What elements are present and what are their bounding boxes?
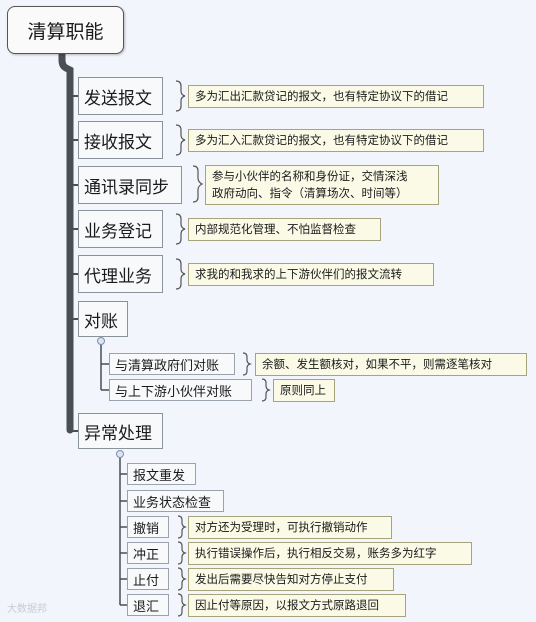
subtopic-return-remittance[interactable]: 退汇 [127,594,169,616]
trunk [58,50,74,434]
subtopic-stop-payment[interactable]: 止付 [127,568,169,590]
note-return-remittance: 因止付等原因，以报文方式原路退回 [188,594,406,617]
subtopic-resend-message[interactable]: 报文重发 [127,463,196,485]
subtopic-reconcile-government[interactable]: 与清算政府们对账 [109,353,235,375]
watermark: 大数据邦 [7,604,47,615]
topic-send-message[interactable]: 发送报文 [78,77,163,115]
note-receive-message: 多为汇入汇款贷记的报文，也有特定协议下的借记 [188,129,484,152]
note-directory-sync-line2: 政府动向、指令（清算场次、时间等） [212,186,408,200]
note-reversal: 执行错误操作后，执行相反交易，账务多为红字 [188,542,472,565]
note-directory-sync-line1: 参与小伙伴的名称和身份证，交情深浅 [212,169,408,183]
collapse-toggle-exceptions[interactable] [116,450,124,458]
root-topic[interactable]: 清算职能 [7,6,124,54]
topic-exception-handling[interactable]: 异常处理 [78,413,163,449]
subtopic-reversal[interactable]: 冲正 [127,542,169,564]
l1-branches [70,95,78,432]
subtopic-status-check[interactable]: 业务状态检查 [127,490,224,512]
note-business-registration: 内部规范化管理、不怕监督检查 [188,218,381,241]
subtopic-cancel[interactable]: 撤销 [127,516,169,538]
note-braces [175,80,271,617]
topic-reconciliation[interactable]: 对账 [78,301,128,337]
note-reconcile-partners: 原则同上 [273,379,335,402]
topic-receive-message[interactable]: 接收报文 [78,121,163,159]
exception-branches [119,456,127,606]
topic-directory-sync[interactable]: 通讯录同步 [78,166,182,204]
collapse-toggle-reconcile[interactable] [97,337,105,345]
reconcile-branches [100,344,109,391]
note-cancel: 对方还为受理时，可执行撤销动作 [188,516,392,539]
note-reconcile-government: 余额、发生额核对，如果不平，则需逐笔核对 [255,353,527,376]
note-directory-sync: 参与小伙伴的名称和身份证，交情深浅 政府动向、指令（清算场次、时间等） [205,165,439,205]
subtopic-reconcile-partners[interactable]: 与上下游小伙伴对账 [109,379,252,401]
note-send-message: 多为汇出汇款贷记的报文，也有特定协议下的借记 [188,85,484,108]
note-stop-payment: 发出后需要尽快告知对方停止支付 [188,568,394,591]
note-agency-business: 求我的和我求的上下游伙伴们的报文流转 [188,263,434,286]
topic-agency-business[interactable]: 代理业务 [78,255,163,293]
topic-business-registration[interactable]: 业务登记 [78,210,163,248]
